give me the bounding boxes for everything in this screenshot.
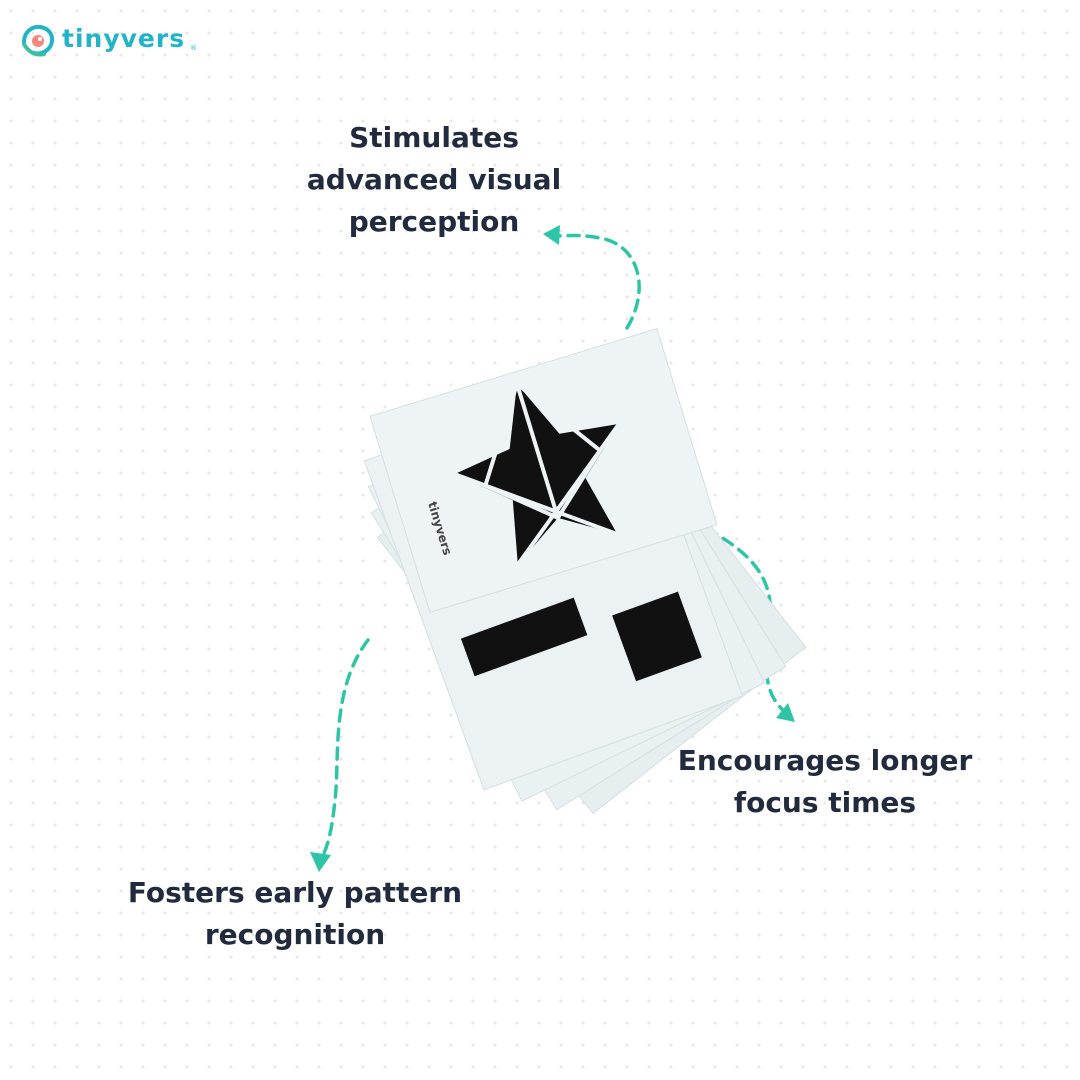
arrowhead-icon	[776, 703, 795, 722]
feature-focus-times: Encourages longer focus times	[660, 740, 990, 824]
flash-card-top: tinyvers	[369, 327, 718, 613]
registered-mark: ®	[190, 44, 197, 52]
arrowhead-icon	[543, 225, 560, 245]
feature-line: focus times	[733, 786, 917, 819]
brand-logo: tinyvers ®	[18, 20, 197, 60]
feature-line: Fosters early pattern	[127, 876, 463, 909]
feature-line: recognition	[204, 918, 386, 951]
arrow-to-pattern-recognition	[320, 638, 370, 860]
star-pattern-icon	[453, 380, 621, 566]
tinyvers-logo-icon	[22, 24, 55, 57]
arrowhead-icon	[310, 852, 331, 872]
feature-visual-perception: Stimulates advanced visual perception	[264, 117, 604, 243]
feature-line: perception	[348, 205, 520, 238]
brand-name: tinyvers	[62, 24, 186, 53]
feature-line: advanced visual	[306, 163, 562, 196]
feature-pattern-recognition: Fosters early pattern recognition	[120, 872, 470, 956]
feature-line: Stimulates	[349, 121, 519, 154]
arrow-to-visual-perception	[553, 233, 641, 330]
feature-line: Encourages longer	[677, 744, 973, 777]
